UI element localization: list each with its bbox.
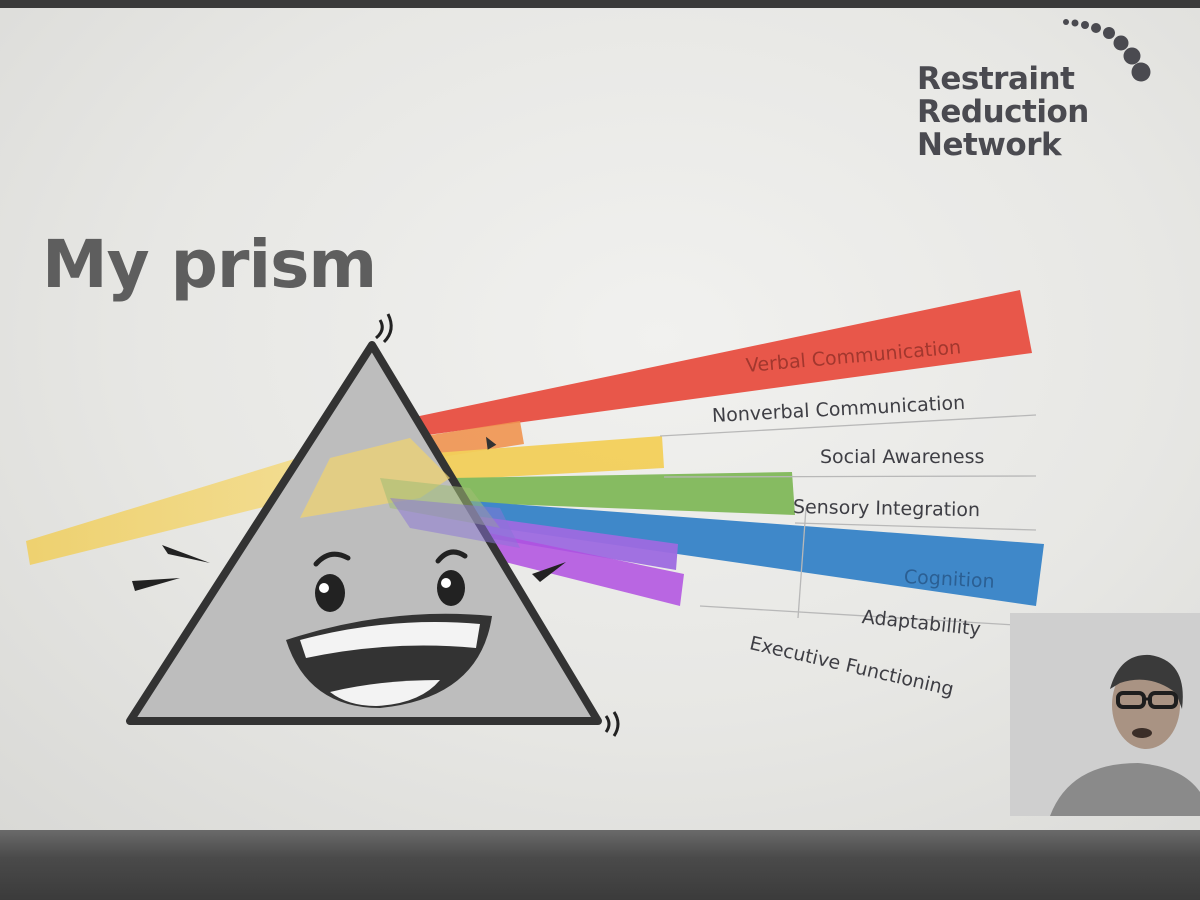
restraint-reduction-network-logo: Restraint Reduction Network	[917, 63, 1089, 162]
logo-dots-icon	[1063, 19, 1151, 82]
logo-line-2: Reduction	[917, 94, 1089, 130]
label-social-awareness: Social Awareness	[820, 446, 985, 468]
presenter-video-thumbnail[interactable]	[1010, 613, 1200, 816]
logo-line-1: Restraint	[917, 61, 1075, 97]
person-icon	[1010, 613, 1200, 816]
incoming-light-beam	[26, 448, 330, 565]
screen-bezel-bottom	[0, 830, 1200, 900]
label-sensory-integration: Sensory Integration	[792, 496, 981, 522]
label-divider-lines	[659, 414, 1037, 627]
prism-character-icon	[126, 313, 620, 737]
presentation-slide: Restraint Reduction Network My prism	[0, 8, 1200, 830]
beam-red	[410, 290, 1032, 436]
beam-blue	[350, 492, 1044, 606]
label-cognition: Cognition	[903, 566, 996, 593]
prism-illustration	[26, 19, 1151, 737]
slide-title: My prism	[42, 226, 377, 303]
logo-line-3: Network	[917, 127, 1062, 163]
